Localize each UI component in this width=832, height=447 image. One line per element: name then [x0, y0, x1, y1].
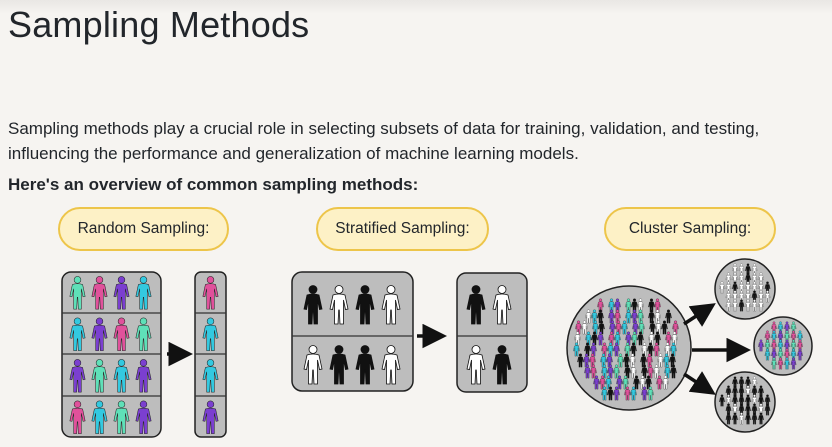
top-fade-bar	[0, 0, 832, 14]
stratified-population-panel	[291, 271, 414, 392]
stratified-sample-panel	[456, 272, 528, 393]
random-sampling-diagram	[61, 271, 227, 438]
cluster-sampling-pill: Cluster Sampling:	[604, 207, 776, 251]
intro-paragraph: Sampling methods play a crucial role in …	[8, 119, 760, 163]
arrow-right-icon	[683, 303, 716, 327]
stratified-sampling-diagram	[291, 271, 528, 393]
random-sample-dividers	[195, 312, 226, 397]
random-sampling-label: Random Sampling:	[77, 220, 210, 237]
stratified-sampling-pill: Stratified Sampling:	[316, 207, 489, 251]
stratified-sampling-label: Stratified Sampling:	[335, 220, 470, 237]
cluster-top-circle	[714, 258, 776, 320]
cluster-sampling-label: Cluster Sampling:	[628, 220, 752, 237]
cluster-bottom-circle	[714, 371, 776, 433]
cluster-sampling-diagram	[566, 258, 813, 433]
arrow-right-icon	[683, 371, 716, 395]
random-sampling-pill: Random Sampling:	[58, 207, 229, 251]
overview-heading: Here's an overview of common sampling me…	[8, 175, 419, 194]
random-row-dividers	[62, 312, 161, 397]
slide-title: Sampling Methods	[8, 4, 310, 45]
